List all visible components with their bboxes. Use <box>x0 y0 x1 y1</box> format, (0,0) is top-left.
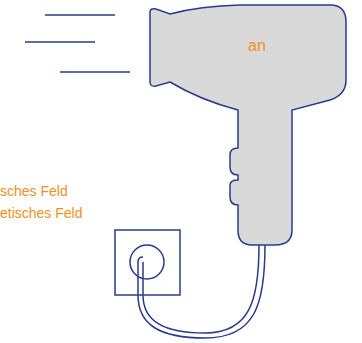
socket-plate <box>115 230 180 295</box>
field-label: etisches Feld <box>0 205 82 221</box>
hair-dryer-outline <box>150 5 346 245</box>
field-label: sches Feld <box>0 183 68 199</box>
status-text: an <box>248 37 266 55</box>
wind-line <box>25 41 95 43</box>
hair-dryer: an <box>150 4 348 248</box>
power-cord <box>143 245 259 333</box>
wind-line <box>45 14 115 16</box>
socket-hole <box>130 245 164 279</box>
wind-line <box>60 71 130 73</box>
power-cord <box>138 245 265 338</box>
